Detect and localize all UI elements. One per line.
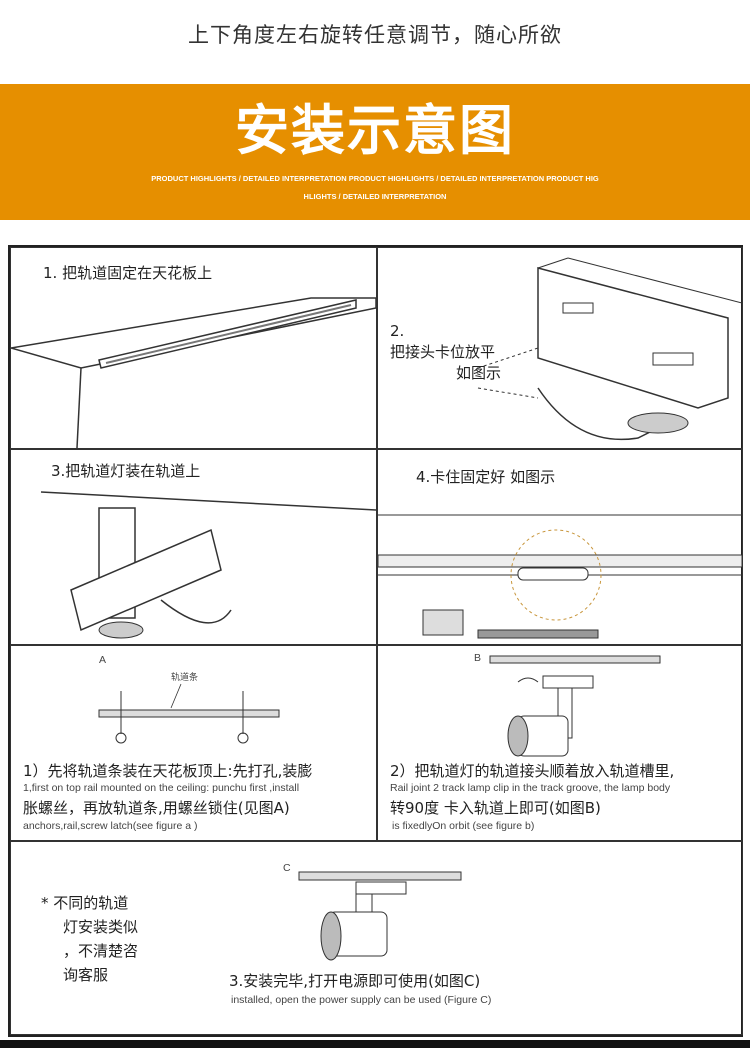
figure-b-cn-1: 2）把轨道灯的轨道接头顺着放入轨道槽里,	[390, 762, 675, 780]
step-2-number: 2.	[390, 322, 405, 340]
figure-a-cn-2: 胀螺丝，再放轨道条,用螺丝锁住(见图A)	[23, 799, 290, 817]
figure-c-en: installed, open the power supply can be …	[231, 994, 492, 1006]
ceiling-rail-drawing	[11, 297, 376, 448]
step-3-label: 3.把轨道灯装在轨道上	[51, 462, 201, 480]
panel-step-1: 1. 把轨道固定在天花板上	[10, 247, 377, 449]
figure-a-en-2: anchors,rail,screw latch(see figure a )	[23, 820, 198, 832]
note-line-1: * 不同的轨道	[41, 894, 129, 912]
figure-a-en-1: 1,first on top rail mounted on the ceili…	[23, 782, 300, 794]
subtitle: 上下角度左右旋转任意调节，随心所欲	[188, 23, 562, 47]
lamp-fixed-drawing	[378, 514, 742, 639]
bottom-bar	[0, 1040, 750, 1048]
figure-a-drawing	[98, 683, 280, 744]
panel-step-3: 3.把轨道灯装在轨道上	[10, 449, 377, 645]
figure-a-cn-1: 1）先将轨道条装在天花板顶上:先打孔,装膨	[23, 762, 313, 780]
figure-b-en-1: Rail joint 2 track lamp clip in the trac…	[390, 782, 671, 794]
note-line-3: ，不清楚咨	[63, 942, 139, 960]
banner-title: 安装示意图	[235, 99, 515, 162]
figure-b-label: B	[474, 652, 482, 664]
step-4-label: 4.卡住固定好 如图示	[416, 468, 556, 486]
figure-c-drawing	[298, 871, 462, 961]
note-line-2: 灯安装类似	[63, 918, 139, 936]
figure-c-cn: 3.安装完毕,打开电源即可使用(如图C)	[229, 972, 481, 990]
lamp-on-rail-drawing	[40, 491, 376, 639]
step-2-sublabel: 如图示	[456, 364, 502, 382]
figure-b-cn-2: 转90度 卡入轨道上即可(如图B)	[390, 799, 601, 817]
panel-figure-a: A 轨道条 1）先将轨道条装在天花板顶上:先打孔,装膨 1,first on t…	[10, 645, 377, 841]
panel-step-2: 2. 把接头卡位放平 如图示	[377, 247, 743, 449]
banner-subtitle-2: HLIGHTS / DETAILED INTERPRETATION	[303, 192, 447, 201]
panel-figure-c: C * 不同的轨道 灯安装类似 ，不清楚咨 询客服 3.安装完毕,打开电源即可使…	[10, 841, 743, 1035]
banner-subtitle-1: PRODUCT HIGHLIGHTS / DETAILED INTERPRETA…	[151, 174, 599, 183]
step-2-label: 把接头卡位放平	[390, 343, 496, 361]
section-banner: 安装示意图 PRODUCT HIGHLIGHTS / DETAILED INTE…	[0, 84, 750, 220]
figure-b-drawing	[489, 655, 661, 757]
figure-b-en-2: is fixedlyOn orbit (see figure b)	[392, 820, 535, 832]
connector-drawing	[477, 257, 742, 441]
figure-c-label: C	[283, 862, 291, 874]
figure-a-label: A	[99, 654, 107, 666]
panel-step-4: 4.卡住固定好 如图示	[377, 449, 743, 645]
note-line-4: 询客服	[63, 966, 109, 984]
installation-frame: 1. 把轨道固定在天花板上 2. 把接头卡位放平 如图示 3.把轨道灯装在轨道上…	[8, 245, 743, 1037]
step-1-label: 1. 把轨道固定在天花板上	[43, 264, 213, 282]
rail-label: 轨道条	[171, 672, 199, 682]
panel-figure-b: B 2）把轨道灯的轨道接头顺着放入轨道槽里, Rail joint 2 trac…	[377, 645, 743, 841]
